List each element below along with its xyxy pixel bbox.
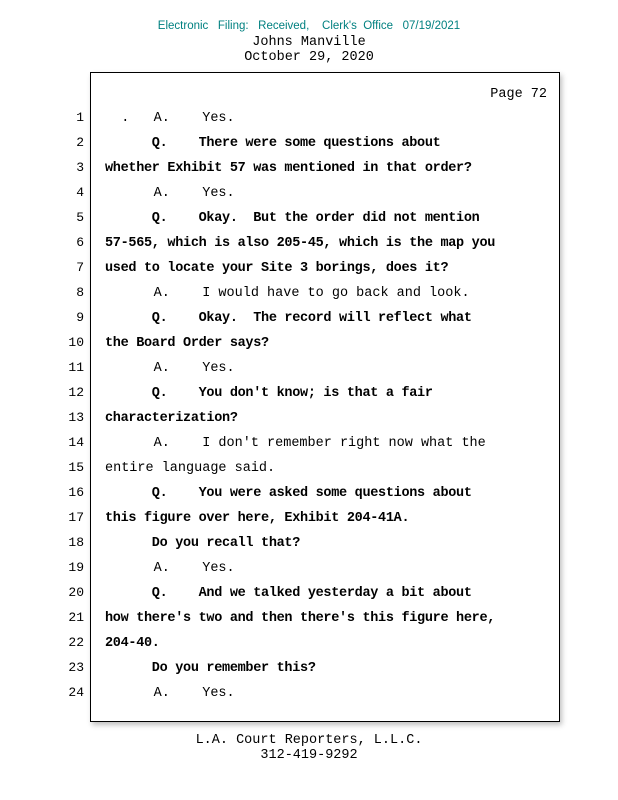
transcript-lines: . A. Yes. Q. There were some questions a… bbox=[105, 106, 557, 706]
transcript-line: A. I don't remember right now what the bbox=[105, 436, 486, 451]
line-number: 17 bbox=[68, 510, 84, 525]
transcript-line: Q. And we talked yesterday a bit about bbox=[105, 586, 472, 601]
line-number: 2 bbox=[76, 135, 84, 150]
line-number: 14 bbox=[68, 435, 84, 450]
reporter-company: L.A. Court Reporters, L.L.C. bbox=[195, 733, 423, 748]
line-number: 4 bbox=[76, 185, 84, 200]
line-number: 24 bbox=[68, 685, 84, 700]
line-number: 5 bbox=[76, 210, 84, 225]
line-number: 9 bbox=[76, 310, 84, 325]
line-number: 6 bbox=[76, 235, 84, 250]
transcript-line: A. Yes. bbox=[105, 561, 235, 576]
line-number: 12 bbox=[68, 385, 84, 400]
line-number: 22 bbox=[68, 635, 84, 650]
line-number: 11 bbox=[68, 360, 84, 375]
transcript-line: A. Yes. bbox=[105, 361, 235, 376]
transcript-line: Q. Okay. The record will reflect what bbox=[105, 311, 472, 326]
line-number: 16 bbox=[68, 485, 84, 500]
transcript-line: the Board Order says? bbox=[105, 336, 269, 351]
transcript-line: how there's two and then there's this fi… bbox=[105, 611, 496, 626]
transcript-line: this figure over here, Exhibit 204-41A. bbox=[105, 511, 410, 526]
transcript-line: used to locate your Site 3 borings, does… bbox=[105, 261, 449, 276]
transcript-line: 57-565, which is also 205-45, which is t… bbox=[105, 236, 496, 251]
transcript-line: A. I would have to go back and look. bbox=[105, 286, 470, 301]
transcript-line: A. Yes. bbox=[105, 186, 235, 201]
reporter-phone: 312-419-9292 bbox=[260, 748, 358, 763]
transcript-line: A. Yes. bbox=[105, 686, 235, 701]
transcript-line: Q. Okay. But the order did not mention bbox=[105, 211, 480, 226]
page-number-label: Page 72 bbox=[490, 87, 547, 102]
line-number: 10 bbox=[68, 335, 84, 350]
line-number: 20 bbox=[68, 585, 84, 600]
transcript-line: Q. You were asked some questions about bbox=[105, 486, 472, 501]
line-number: 19 bbox=[68, 560, 84, 575]
line-number: 21 bbox=[68, 610, 84, 625]
transcript-line: Q. You don't know; is that a fair bbox=[105, 386, 433, 401]
transcript-line: Do you remember this? bbox=[105, 661, 316, 676]
line-number: 3 bbox=[76, 160, 84, 175]
line-number: 23 bbox=[68, 660, 84, 675]
transcript-line: characterization? bbox=[105, 411, 238, 426]
transcript-line: 204-40. bbox=[105, 636, 160, 651]
line-number: 18 bbox=[68, 535, 84, 550]
transcript-line: . A. Yes. bbox=[105, 111, 235, 126]
transcript-line: whether Exhibit 57 was mentioned in that… bbox=[105, 161, 472, 176]
line-number: 15 bbox=[68, 460, 84, 475]
transcript-line: Q. There were some questions about bbox=[105, 136, 441, 151]
efiling-stamp: Electronic Filing: Received, Clerk's Off… bbox=[157, 20, 461, 32]
transcript-line: entire language said. bbox=[105, 461, 276, 476]
transcript-page-box: Page 72 . A. Yes. Q. There were some que… bbox=[90, 72, 560, 722]
line-number: 7 bbox=[76, 260, 84, 275]
transcript-line: Do you recall that? bbox=[105, 536, 301, 551]
document-date: October 29, 2020 bbox=[244, 50, 374, 65]
line-number: 1 bbox=[76, 110, 84, 125]
line-number: 13 bbox=[68, 410, 84, 425]
line-number: 8 bbox=[76, 285, 84, 300]
document-title: Johns Manville bbox=[252, 35, 366, 50]
